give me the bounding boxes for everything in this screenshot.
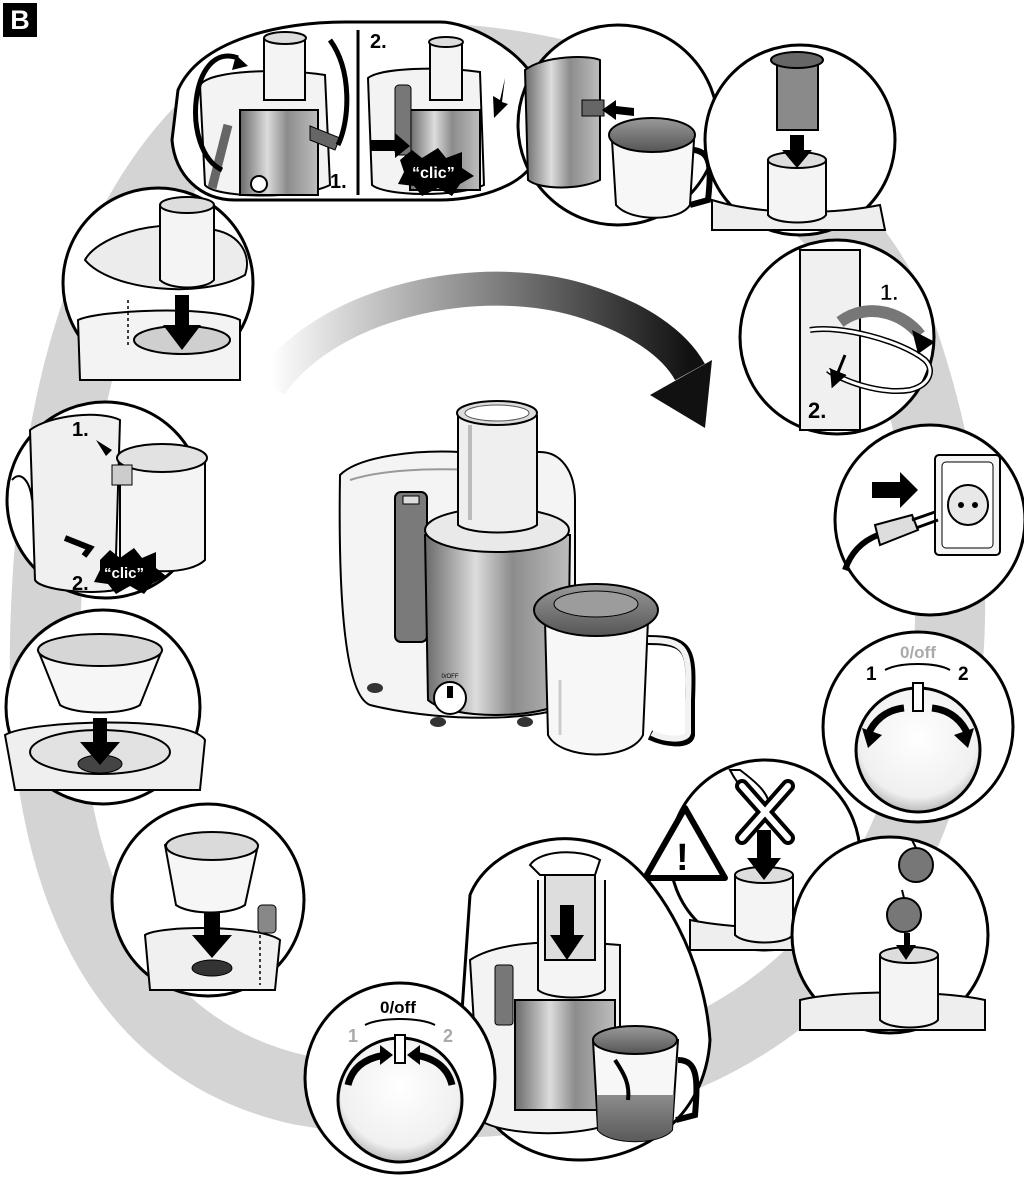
juicer-appliance: 0/OFF	[338, 400, 696, 756]
label-step-one-topleft: 1.	[330, 171, 347, 193]
sequence-arrow	[256, 271, 705, 396]
step-place-jug	[516, 23, 720, 227]
label-clic-left: “clic”	[104, 565, 144, 582]
step-clamp	[5, 400, 208, 600]
label-speed-two: 2	[958, 664, 969, 685]
label-step-two-top: 2.	[370, 31, 387, 53]
step-plug-in	[833, 423, 1024, 617]
label-step-one-cable: 1.	[880, 280, 898, 305]
warning-triangle-icon	[642, 805, 728, 881]
label-speed-one-switch: 1	[348, 1026, 358, 1046]
label-clic-top: “clic”	[412, 165, 455, 182]
label-step-one-clamp: 1.	[72, 419, 89, 441]
sequence-arrowhead	[650, 360, 712, 428]
step-insert-pusher	[703, 43, 897, 237]
step-place-lid	[61, 186, 255, 381]
label-zero-off-speed: 0/off	[900, 643, 936, 662]
step-insert-fruit	[790, 835, 990, 1035]
step-switch-off	[303, 981, 497, 1175]
step-insert-bowl	[110, 802, 306, 998]
warning-mark: !	[676, 837, 689, 879]
label-zero-off-switch: 0/off	[380, 998, 416, 1017]
step-unwind-cable	[738, 238, 936, 436]
step-insert-filter	[3, 608, 207, 806]
section-badge: B	[3, 3, 37, 37]
step-push-fruit	[458, 837, 712, 1162]
label-step-two-cable: 2.	[808, 398, 826, 423]
svg-text:0/OFF: 0/OFF	[441, 674, 458, 680]
label-speed-two-switch: 2	[443, 1026, 453, 1046]
step-lock-clips	[170, 20, 537, 202]
label-step-two-clamp: 2.	[72, 573, 89, 595]
label-speed-one: 1	[866, 664, 877, 685]
step-select-speed	[821, 630, 1015, 824]
